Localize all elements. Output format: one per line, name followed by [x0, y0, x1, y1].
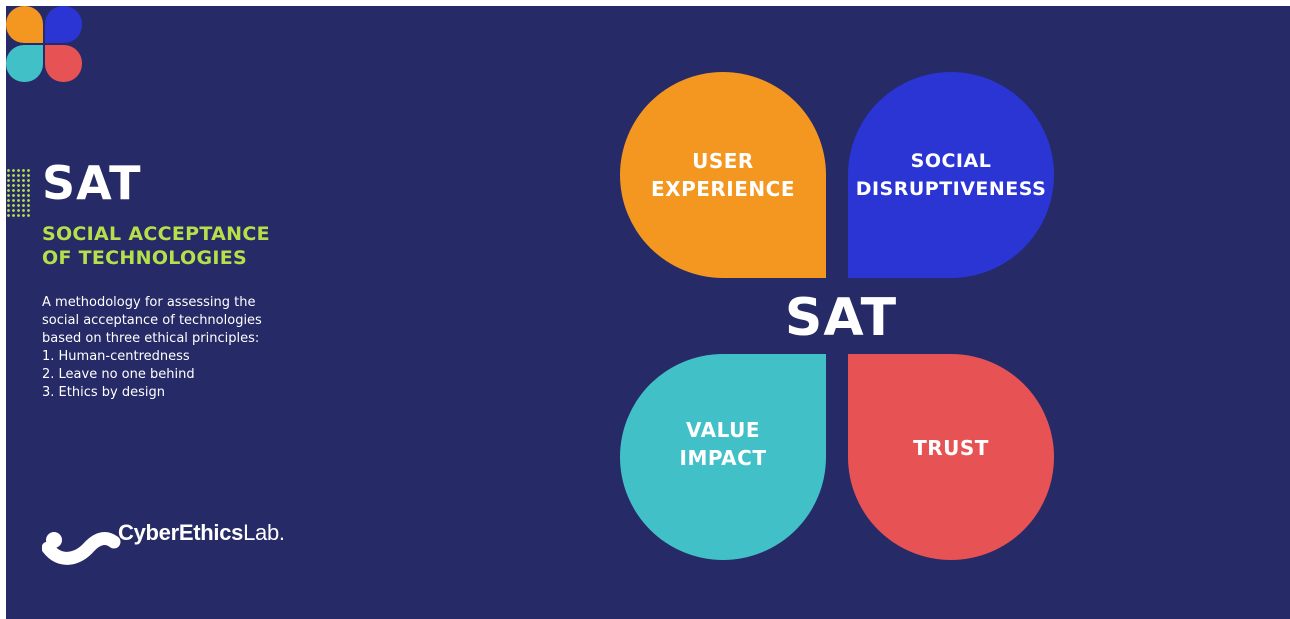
- brand-name-bold: CyberEthics: [118, 520, 244, 545]
- leaf-social-disruptiveness: SOCIAL DISRUPTIVENESS: [848, 72, 1054, 278]
- dot-pattern-icon: [6, 168, 32, 218]
- diagram-center-label: SAT: [784, 288, 898, 348]
- description-line: A methodology for assessing the: [42, 295, 256, 310]
- principle-item: 2. Leave no one behind: [42, 367, 195, 382]
- logo-petal-blue: [45, 6, 82, 43]
- slide: SAT SOCIAL ACCEPTANCE OF TECHNOLOGIES A …: [6, 6, 1290, 619]
- leaf-label: IMPACT: [679, 446, 767, 470]
- clover-logo-icon: [6, 6, 86, 86]
- description-line: based on three ethical principles:: [42, 331, 260, 346]
- subtitle-line: SOCIAL ACCEPTANCE: [42, 223, 270, 245]
- leaf-label: TRUST: [913, 436, 989, 460]
- page-title: SAT: [42, 156, 142, 210]
- logo-petal-red: [45, 45, 82, 82]
- principle-item: 3. Ethics by design: [42, 385, 165, 400]
- swoosh-icon: [42, 532, 121, 565]
- principle-item: 1. Human-centredness: [42, 349, 190, 364]
- description: A methodology for assessing the social a…: [42, 294, 262, 402]
- leaf-label: USER: [692, 149, 754, 173]
- brand-name-regular: Lab.: [243, 520, 285, 545]
- leaf-label: VALUE: [685, 418, 761, 442]
- leaf-label: SOCIAL: [910, 150, 992, 172]
- logo-petal-orange: [6, 6, 43, 43]
- leaf-label: DISRUPTIVENESS: [855, 178, 1047, 200]
- logo-petal-teal: [6, 45, 43, 82]
- leaf-label: EXPERIENCE: [651, 177, 795, 201]
- leaf-user-experience: USER EXPERIENCE: [620, 72, 826, 278]
- leaf-trust: TRUST: [848, 354, 1054, 560]
- leaf-value-impact: VALUE IMPACT: [620, 354, 826, 560]
- brand-logo: CyberEthicsLab.: [42, 516, 322, 566]
- subtitle: SOCIAL ACCEPTANCE OF TECHNOLOGIES: [42, 222, 270, 270]
- subtitle-line: OF TECHNOLOGIES: [42, 247, 247, 269]
- description-line: social acceptance of technologies: [42, 313, 262, 328]
- brand-name: CyberEthicsLab.: [118, 520, 285, 546]
